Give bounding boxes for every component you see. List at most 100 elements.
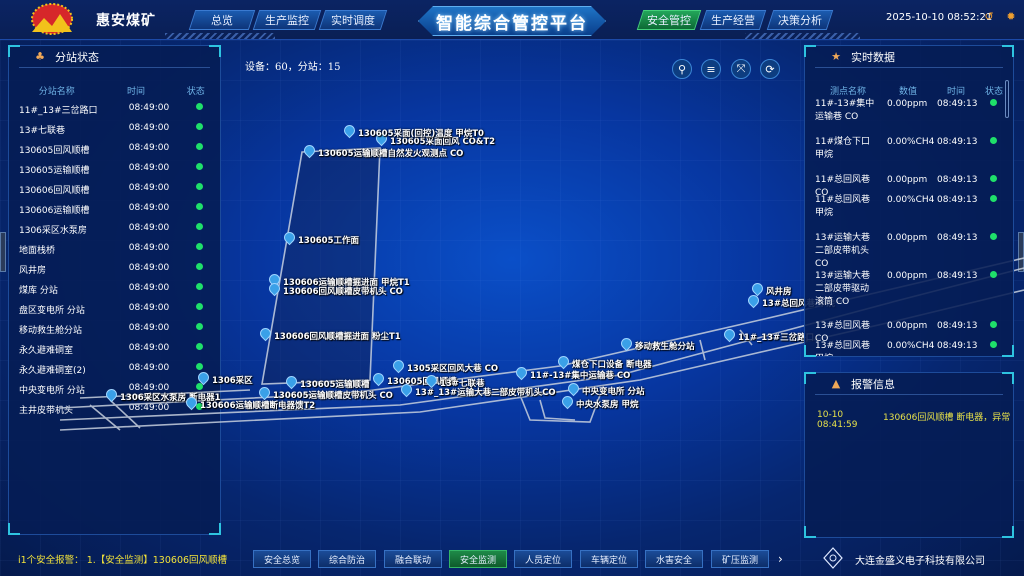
map-sensor-label[interactable]: 移动救生舱分站 — [635, 342, 695, 352]
decor-hatch — [165, 33, 275, 39]
search-icon[interactable]: ⚲ — [672, 59, 692, 79]
map-sensor-label[interactable]: 风井房 — [766, 287, 792, 297]
column-header: 分站名称 — [38, 87, 75, 97]
map-sensor-label[interactable]: 130605采面(回控)温度 甲烷T0 — [358, 129, 484, 139]
table-row[interactable]: 130605回风顺槽 08:49:00 — [19, 143, 219, 156]
map-sensor-label[interactable]: 1305采区回风大巷 CO — [407, 364, 499, 374]
map-sensor-label[interactable]: 煤仓下口设备 断电器 — [572, 360, 652, 370]
map-sensor-label[interactable]: 11#_13#三岔路口 — [738, 333, 815, 343]
table-row[interactable]: 煤库 分站 08:49:00 — [19, 283, 219, 296]
table-row[interactable]: 13#总回风巷 甲烷 0.00%CH4 08:49:13 — [815, 340, 1003, 356]
footer-button[interactable]: 车辆定位 — [580, 550, 638, 568]
footer-button[interactable]: 综合防治 — [318, 550, 376, 568]
table-row[interactable]: 移动救生舱分站 08:49:00 — [19, 323, 219, 336]
map-sensor-label[interactable]: 130606回风顺槽掘进面 粉尘T1 — [274, 332, 401, 342]
column-header: 状态 — [186, 87, 205, 97]
table-row[interactable]: 13#七联巷 08:49:00 — [19, 123, 219, 136]
map-sensor-label[interactable]: 1306采区 — [212, 376, 253, 386]
substation-name: 风井房 — [19, 266, 47, 276]
table-row[interactable]: 11#_13#三岔路口 08:49:00 — [19, 103, 219, 116]
map-sensor-label[interactable]: 130606运输顺槽断电器馈T2 — [200, 401, 316, 411]
table-row[interactable]: 地面栈桥 08:49:00 — [19, 243, 219, 256]
substation-name: 130606运输顺槽 — [19, 206, 90, 216]
map-sensor-label[interactable]: 13#七联巷 — [440, 379, 485, 389]
substation-time: 08:49:00 — [128, 403, 170, 413]
sensor-time: 08:49:13 — [937, 99, 978, 109]
sensor-name: 13#总回风巷 甲烷 — [815, 341, 870, 356]
alarm-time: 10-10 08:41:59 — [817, 410, 858, 430]
sensor-value: 0.00%CH4 — [887, 195, 935, 205]
panel-header: ▲报警信息 — [815, 373, 1003, 395]
refresh-icon[interactable]: ⟳ — [760, 59, 780, 79]
substation-name: 1306采区水泵房 — [19, 226, 87, 236]
table-row[interactable]: 盘区变电所 分站 08:49:00 — [19, 303, 219, 316]
list-icon[interactable]: ≡ — [701, 59, 721, 79]
left-collapse-handle[interactable] — [0, 232, 6, 272]
scrollbar[interactable] — [1005, 80, 1009, 118]
status-online-indicator — [989, 137, 997, 144]
map-sensor-label[interactable]: 中央水泵房 甲烷 — [576, 400, 639, 410]
footer-button[interactable]: 矿压监测 — [711, 550, 769, 568]
map-sensor-label[interactable]: 中央变电所 分站 — [582, 387, 645, 397]
table-row[interactable]: 主井皮带机头 08:49:00 — [19, 403, 219, 416]
substation-name: 130605运输顺槽 — [19, 166, 90, 176]
status-online-indicator — [195, 123, 203, 130]
table-row[interactable]: 11#煤仓下口 甲烷 0.00%CH4 08:49:13 — [815, 136, 1003, 162]
footer-button[interactable]: 人员定位 — [514, 550, 572, 568]
gear-icon[interactable]: ✹ — [1006, 10, 1016, 23]
map-sensor-label[interactable]: 130605采面回风 CO&T2 — [390, 137, 496, 147]
table-row[interactable]: 永久避难硐室 08:49:00 — [19, 343, 219, 356]
table-row[interactable]: 中央变电所 分站 08:49:00 — [19, 383, 219, 396]
network-icon: ♣ — [35, 50, 45, 63]
footer-button[interactable]: 安全监测 — [449, 550, 507, 568]
substation-time: 08:49:00 — [128, 143, 170, 153]
table-row[interactable]: 130606回风顺槽 08:49:00 — [19, 183, 219, 196]
table-row[interactable]: 130605运输顺槽 08:49:00 — [19, 163, 219, 176]
map-sensor-label[interactable]: 130605回风顺槽 — [387, 377, 457, 387]
map-sensor-label[interactable]: 130605运输顺槽自然发火观测点 CO — [318, 149, 464, 159]
map-sensor-label[interactable]: 13#总回风巷 甲烷 — [762, 299, 835, 309]
substation-time: 08:49:00 — [128, 103, 170, 113]
map-sensor-label[interactable]: 130605工作面 — [298, 236, 359, 246]
fullscreen-icon[interactable]: ⤧ — [731, 59, 751, 79]
map-sensor-label[interactable]: 130605运输顺槽 — [300, 380, 370, 390]
table-row[interactable]: 11#总回风巷 CO 0.00ppm 08:49:13 — [815, 174, 1003, 200]
status-online-indicator — [195, 403, 203, 410]
table-row[interactable]: 13#运输大巷二部皮带驱动滚筒 CO 0.00ppm 08:49:13 — [815, 270, 1003, 309]
realtime-data-panel: ★实时数据 测点名称 数值 时间 状态 11#-13#集中运输巷 CO 0.00… — [804, 45, 1014, 357]
table-row[interactable]: 1306采区水泵房 08:49:00 — [19, 223, 219, 236]
substation-name: 移动救生舱分站 — [19, 326, 83, 336]
table-row[interactable]: 风井房 08:49:00 — [19, 263, 219, 276]
history-icon[interactable]: ↺ — [984, 10, 994, 23]
substation-time: 08:49:00 — [128, 163, 170, 173]
map-sensor-label[interactable]: 1306采区水泵房 断电器1 — [120, 393, 221, 403]
more-chevron-icon[interactable]: › — [778, 552, 783, 566]
table-header: 测点名称 数值 时间 状态 — [813, 84, 1009, 97]
map-sensor-label[interactable]: 11#-13#集中运输巷 CO — [530, 371, 631, 381]
table-row[interactable]: 13#总回风巷 CO 0.00ppm 08:49:13 — [815, 320, 1003, 346]
alarm-ticker[interactable]: i1个安全报警： 1.【安全监测】130606回风顺槽 — [18, 555, 228, 566]
status-online-indicator — [195, 223, 203, 230]
map-sensor-label[interactable]: 130606运输顺槽掘进面 甲烷T1 — [283, 278, 410, 288]
footer-button[interactable]: 水害安全 — [645, 550, 703, 568]
status-online-indicator — [195, 183, 203, 190]
sensor-value: 0.00ppm — [887, 321, 928, 331]
table-row[interactable]: 13#运输大巷二部皮带机头 CO 0.00ppm 08:49:13 — [815, 232, 1003, 271]
map-sensor-label[interactable]: 130606回风顺槽皮带机头 CO — [283, 287, 403, 297]
map-sensor-label[interactable]: 13#_13#运输大巷二部皮带机头CO — [415, 388, 556, 398]
status-online-indicator — [195, 243, 203, 250]
map-sensor-label[interactable]: 130605运输顺槽皮带机头 CO — [273, 391, 393, 401]
company-logo — [31, 3, 73, 35]
brand-name: 惠安煤矿 — [96, 13, 156, 29]
substation-name: 永久避难硐室 — [19, 346, 74, 356]
alarm-item[interactable]: 10-10 08:41:59 130606回风顺槽 断电器，异常 — [817, 410, 1010, 430]
sensor-time: 08:49:13 — [937, 341, 978, 351]
table-row[interactable]: 11#-13#集中运输巷 CO 0.00ppm 08:49:13 — [815, 98, 1003, 124]
table-row[interactable]: 永久避难硐室(2) 08:49:00 — [19, 363, 219, 376]
footer-button[interactable]: 融合联动 — [384, 550, 442, 568]
table-row[interactable]: 11#总回风巷 甲烷 0.00%CH4 08:49:13 — [815, 194, 1003, 220]
sensor-name: 11#-13#集中运输巷 CO — [815, 99, 875, 122]
substation-name: 13#七联巷 — [19, 126, 65, 136]
footer-button[interactable]: 安全总览 — [253, 550, 311, 568]
table-row[interactable]: 130606运输顺槽 08:49:00 — [19, 203, 219, 216]
